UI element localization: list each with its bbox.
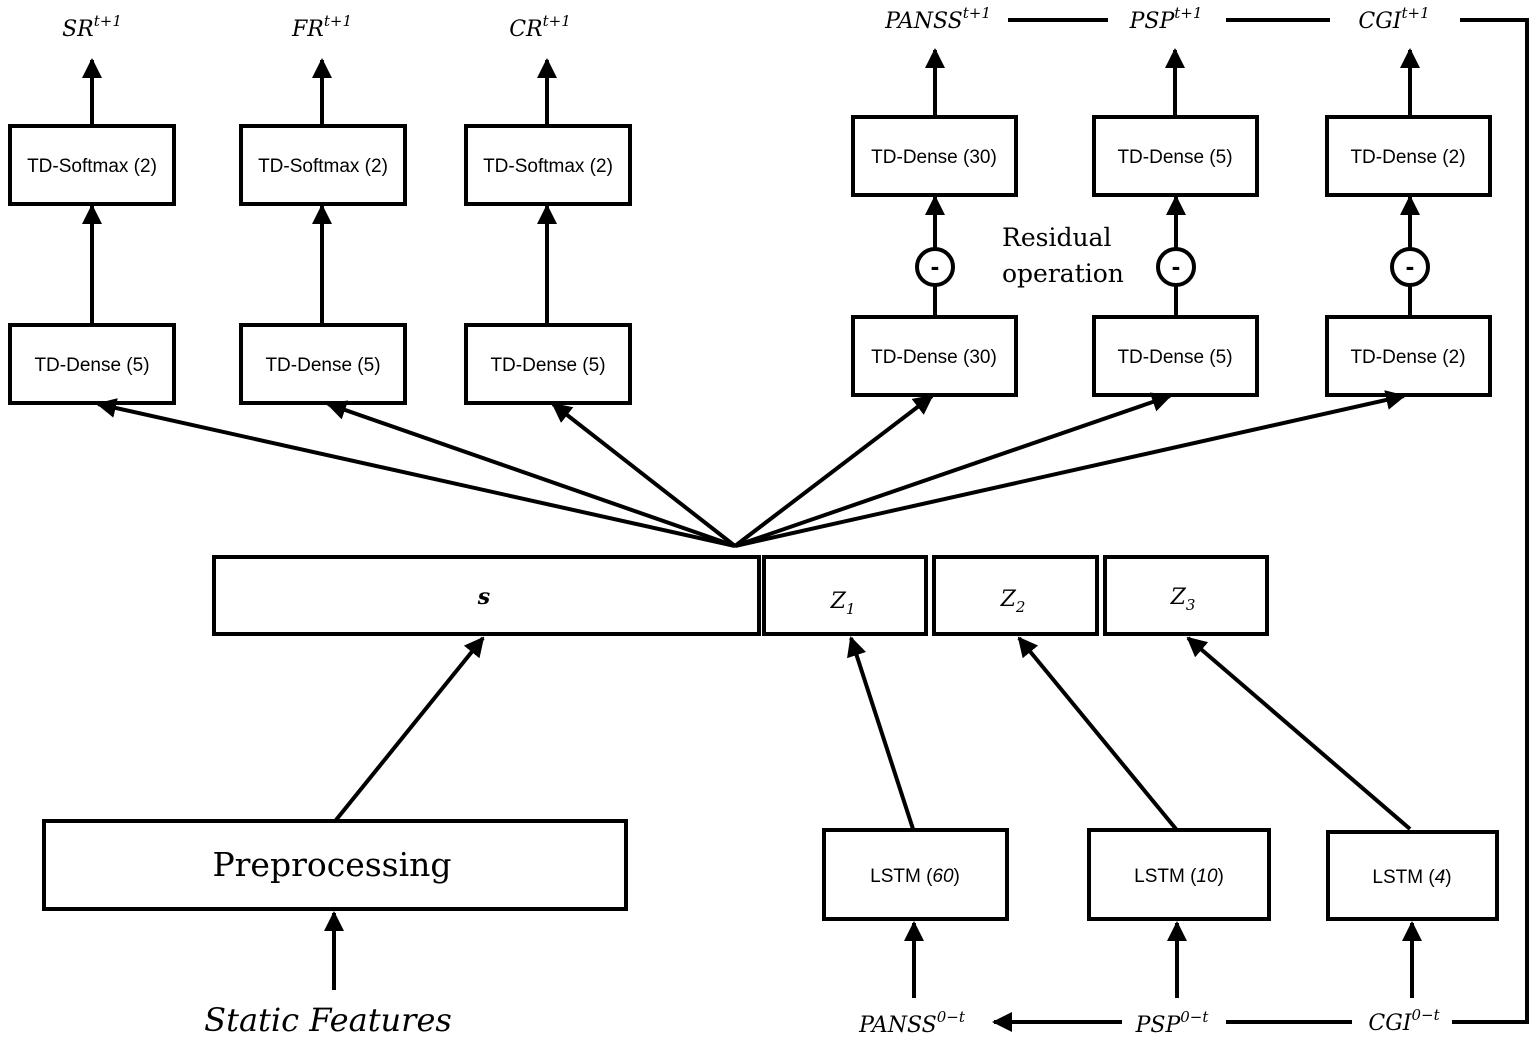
input-label-psp: PSP0−t <box>1135 1008 1210 1038</box>
lstm-box <box>822 828 1009 921</box>
z1-vector-box <box>762 555 928 636</box>
td-softmax-label: TD-Softmax (2) <box>483 156 613 177</box>
td-dense-label: TD-Dense (30) <box>871 147 997 168</box>
svg-text:-: - <box>1406 251 1415 281</box>
td-dense-box <box>8 323 176 405</box>
td-dense-box <box>464 323 632 405</box>
preprocessing-label: Preprocessing <box>212 845 451 884</box>
z3-vector-label: Z3 <box>1170 585 1196 614</box>
z3-vector-box <box>1103 555 1269 636</box>
td-dense-label: TD-Dense (5) <box>490 355 605 376</box>
td-dense-label: TD-Dense (5) <box>265 355 380 376</box>
output-label-fr: FRt+1 <box>291 12 352 42</box>
lstm-label: LSTM (4) <box>1372 867 1451 888</box>
s-vector-label: s <box>477 584 490 610</box>
output-label-sr: SRt+1 <box>62 12 122 42</box>
td-dense-label: TD-Dense (5) <box>1117 147 1232 168</box>
output-label-cgi: CGIt+1 <box>1358 4 1429 34</box>
arrow <box>1017 636 1178 831</box>
input-label-panss: PANSS0−t <box>858 1008 966 1038</box>
arrow <box>734 390 1406 548</box>
output-label-panss: PANSSt+1 <box>884 4 991 34</box>
td-softmax-label: TD-Softmax (2) <box>27 156 157 177</box>
lstm-label: LSTM (10) <box>1134 866 1224 887</box>
lstm-box <box>1326 830 1499 921</box>
td-dense-label: TD-Dense (30) <box>871 347 997 368</box>
static-features-label: Static Features <box>204 1001 452 1039</box>
arrow <box>551 402 737 548</box>
arrow <box>96 398 736 548</box>
arrow <box>733 394 934 548</box>
minus-circle-icon: - <box>1156 247 1196 287</box>
td-dense-label: TD-Dense (5) <box>1117 347 1232 368</box>
output-label-cr: CRt+1 <box>509 12 571 42</box>
residual-operation-label: Residual <box>1002 223 1111 252</box>
svg-text:-: - <box>1172 251 1181 281</box>
arrow <box>334 636 485 822</box>
input-label-cgi: CGI0−t <box>1368 1006 1440 1036</box>
lstm-label: LSTM (60) <box>870 866 960 887</box>
s-vector-box <box>212 555 761 636</box>
arrow <box>847 636 915 830</box>
td-dense-box <box>851 115 1018 197</box>
residual-operation-label: operation <box>1002 259 1124 288</box>
preprocessing-box <box>42 819 628 911</box>
minus-circle-icon: - <box>915 247 955 287</box>
td-softmax-box <box>8 124 176 206</box>
svg-text:-: - <box>931 251 940 281</box>
td-dense-label: TD-Dense (2) <box>1350 147 1465 168</box>
td-dense-label: TD-Dense (2) <box>1350 347 1465 368</box>
feedback-loop-line <box>1452 18 1529 1024</box>
minus-circle-icon: - <box>1390 247 1430 287</box>
td-dense-label: TD-Dense (5) <box>34 355 149 376</box>
td-softmax-label: TD-Softmax (2) <box>258 156 388 177</box>
arrow <box>1186 636 1412 831</box>
td-dense-box <box>1325 315 1492 397</box>
output-label-psp: PSPt+1 <box>1129 4 1203 34</box>
td-dense-box <box>1092 315 1259 397</box>
arrow <box>734 392 1172 548</box>
z2-vector-box <box>932 555 1099 636</box>
td-dense-box <box>851 315 1018 397</box>
z2-vector-label: Z2 <box>1000 587 1026 616</box>
arrow <box>326 400 736 548</box>
lstm-box <box>1087 828 1271 921</box>
td-dense-box <box>239 323 407 405</box>
z1-vector-label: Z1 <box>830 589 856 618</box>
td-dense-box <box>1325 115 1492 197</box>
